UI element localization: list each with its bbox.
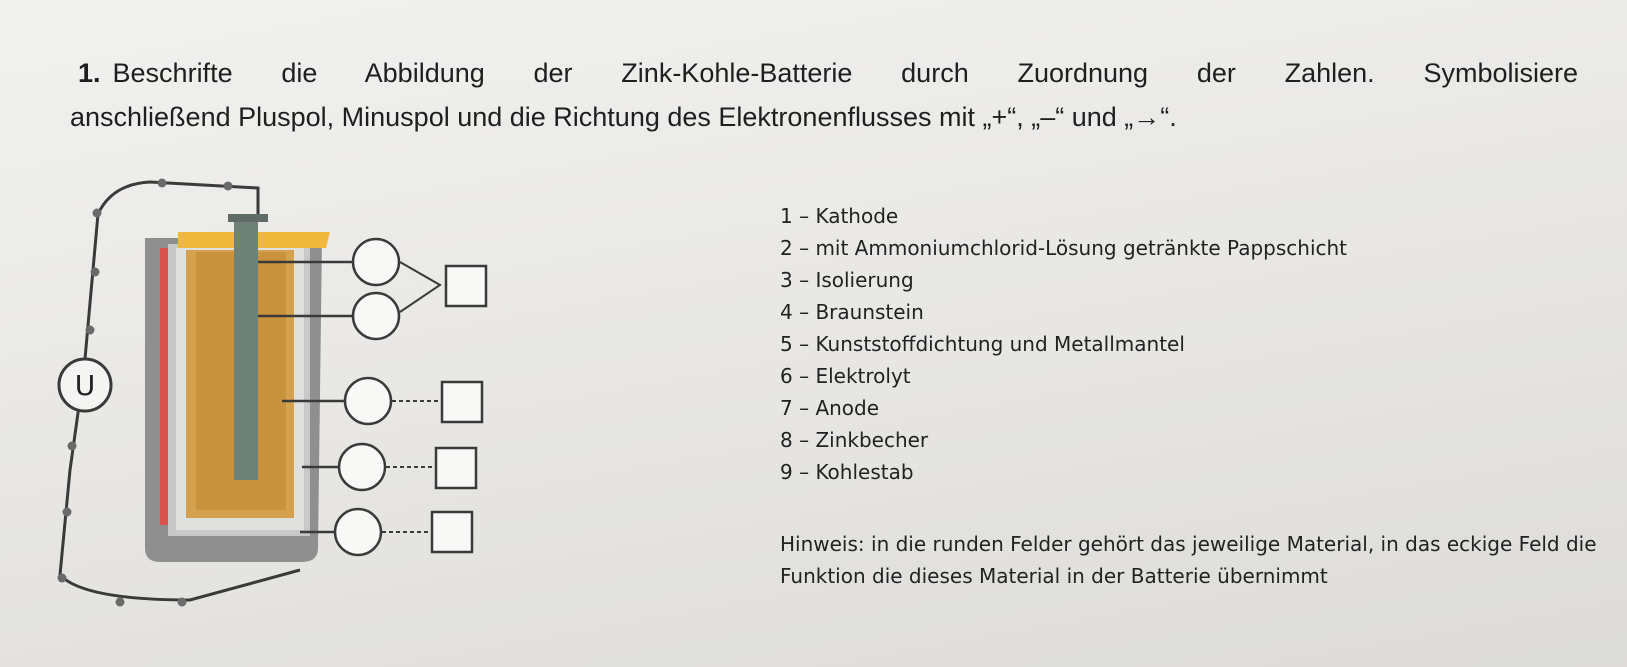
label-circle-1[interactable]: [351, 237, 401, 287]
battery-diagram: U: [57, 178, 488, 607]
legend-item: 7 – Anode: [780, 396, 880, 420]
task-line-2: anschließend Pluspol, Minuspol und die R…: [70, 101, 1177, 132]
label-square-4[interactable]: [430, 510, 474, 554]
label-circle-3[interactable]: [343, 376, 393, 426]
legend-item: 5 – Kunststoffdichtung und Metallmantel: [780, 332, 1185, 356]
task-line-1: 1. Beschrifte die Abbildung der Zink-Kohl…: [78, 52, 1578, 96]
label-circle-4[interactable]: [337, 442, 387, 492]
hint-text: Hinweis: in die runden Felder gehört das…: [780, 532, 1597, 588]
label-circle-5[interactable]: [333, 507, 383, 557]
legend-item: 4 – Braunstein: [780, 300, 924, 324]
label-square-1[interactable]: [444, 264, 488, 308]
carbon-rod: [234, 218, 258, 480]
label-square-3[interactable]: [434, 446, 478, 490]
circuit-wire: [58, 180, 301, 602]
label-square-2[interactable]: [440, 380, 484, 424]
legend-item: 2 – mit Ammoniumchlorid-Lösung getränkte…: [780, 236, 1348, 260]
battery: [145, 214, 330, 562]
task-number: 1.: [78, 58, 101, 88]
legend-list: 1 – Kathode 2 – mit Ammoniumchlorid-Lösu…: [780, 200, 1347, 488]
wire-nodes: [57, 178, 233, 607]
task-instruction: 1. Beschrifte die Abbildung der Zink-Kohl…: [70, 52, 1578, 139]
voltmeter-label: U: [75, 369, 96, 402]
rod-cap: [228, 214, 268, 222]
task-text-1: Beschrifte die Abbildung der Zink-Kohle-…: [112, 58, 1578, 88]
label-markers: [258, 237, 488, 557]
voltmeter: U: [57, 357, 113, 413]
legend-item: 8 – Zinkbecher: [780, 428, 929, 452]
label-circle-2[interactable]: [351, 291, 401, 341]
legend-item: 9 – Kohlestab: [780, 460, 914, 484]
legend-item: 6 – Elektrolyt: [780, 364, 911, 388]
red-edge: [160, 248, 168, 525]
legend-item: 1 – Kathode: [780, 204, 899, 228]
legend-item: 3 – Isolierung: [780, 268, 914, 292]
